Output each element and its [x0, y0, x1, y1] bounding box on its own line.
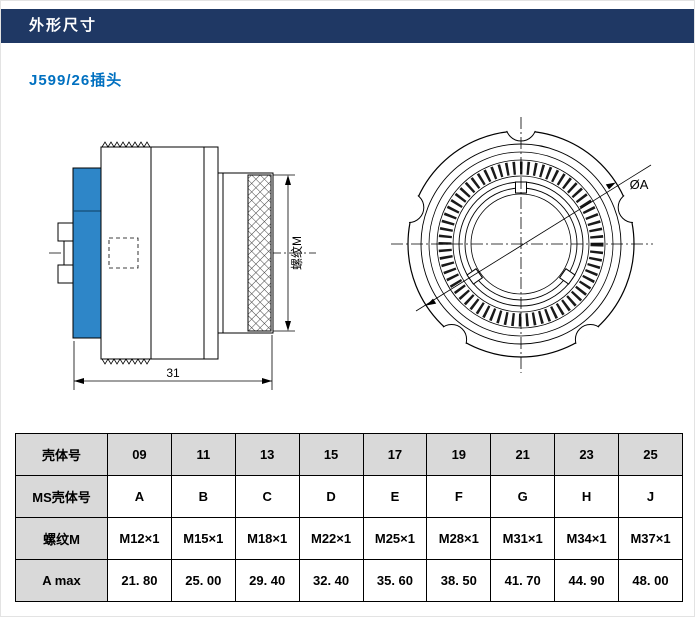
front-view-drawing: ØA [391, 117, 653, 373]
table-cell: G [490, 475, 556, 518]
table-cell: 32. 40 [298, 559, 364, 602]
table-cell: 23 [554, 433, 619, 476]
table-cell: 17 [362, 433, 428, 476]
table-cell: 25. 00 [170, 559, 236, 602]
table-cell: 48. 00 [618, 559, 683, 602]
table-cell: D [298, 475, 364, 518]
table-cell: J [618, 475, 683, 518]
coupling-nut-body [100, 141, 219, 365]
table-cell: H [554, 475, 619, 518]
table-cell: 41. 70 [490, 559, 556, 602]
table-cell: 35. 60 [362, 559, 428, 602]
row-header-cell: A max [15, 559, 108, 602]
table-cell: A [107, 475, 172, 518]
section-header-bar: 外形尺寸 [1, 9, 694, 43]
table-cell: M22×1 [298, 517, 364, 560]
rear-tab [57, 264, 74, 284]
part-subtitle: J599/26插头 [29, 72, 123, 89]
diameter-dimension: ØA [415, 164, 652, 312]
hidden-feature [108, 237, 139, 269]
table-cell: 13 [234, 433, 300, 476]
table-cell: M34×1 [554, 517, 619, 560]
blue-insert [72, 167, 102, 339]
table-cell: M37×1 [618, 517, 683, 560]
table-cell: M31×1 [490, 517, 556, 560]
table-cell: 44. 90 [554, 559, 619, 602]
row-header-cell: 螺纹M [15, 517, 108, 560]
table-cell: 09 [107, 433, 172, 476]
table-cell: M12×1 [107, 517, 172, 560]
table-cell: M18×1 [234, 517, 300, 560]
side-view-drawing: 螺纹M 31 [49, 141, 316, 390]
table-cell: 29. 40 [234, 559, 300, 602]
table-cell: 15 [298, 433, 364, 476]
table-cell: 21. 80 [107, 559, 172, 602]
technical-drawing: 螺纹M 31 [49, 117, 653, 390]
diameter-label: ØA [630, 177, 649, 192]
section-title: 外形尺寸 [29, 17, 98, 34]
table-cell: 25 [618, 433, 683, 476]
table-cell: 19 [426, 433, 492, 476]
length-dim-label: 31 [166, 366, 180, 380]
table-cell: C [234, 475, 300, 518]
row-header-cell: MS壳体号 [15, 475, 108, 518]
thread-dimension: 螺纹M [273, 174, 304, 332]
rear-recess [63, 240, 74, 266]
knurl-serration-bottom [101, 358, 151, 365]
length-dimension: 31 [73, 335, 273, 390]
thread-cylinder [217, 172, 274, 334]
row-header-cell: 壳体号 [15, 433, 108, 476]
table-cell: E [362, 475, 428, 518]
table-cell: B [170, 475, 236, 518]
table-cell: M28×1 [426, 517, 492, 560]
rear-tab [57, 222, 74, 242]
knurl-serration-top [101, 141, 151, 148]
table-cell: 11 [170, 433, 236, 476]
thread-label: 螺纹M [290, 236, 304, 270]
table-cell: M25×1 [362, 517, 428, 560]
table-cell: F [426, 475, 492, 518]
table-cell: 38. 50 [426, 559, 492, 602]
table-cell: M15×1 [170, 517, 236, 560]
table-cell: 21 [490, 433, 556, 476]
